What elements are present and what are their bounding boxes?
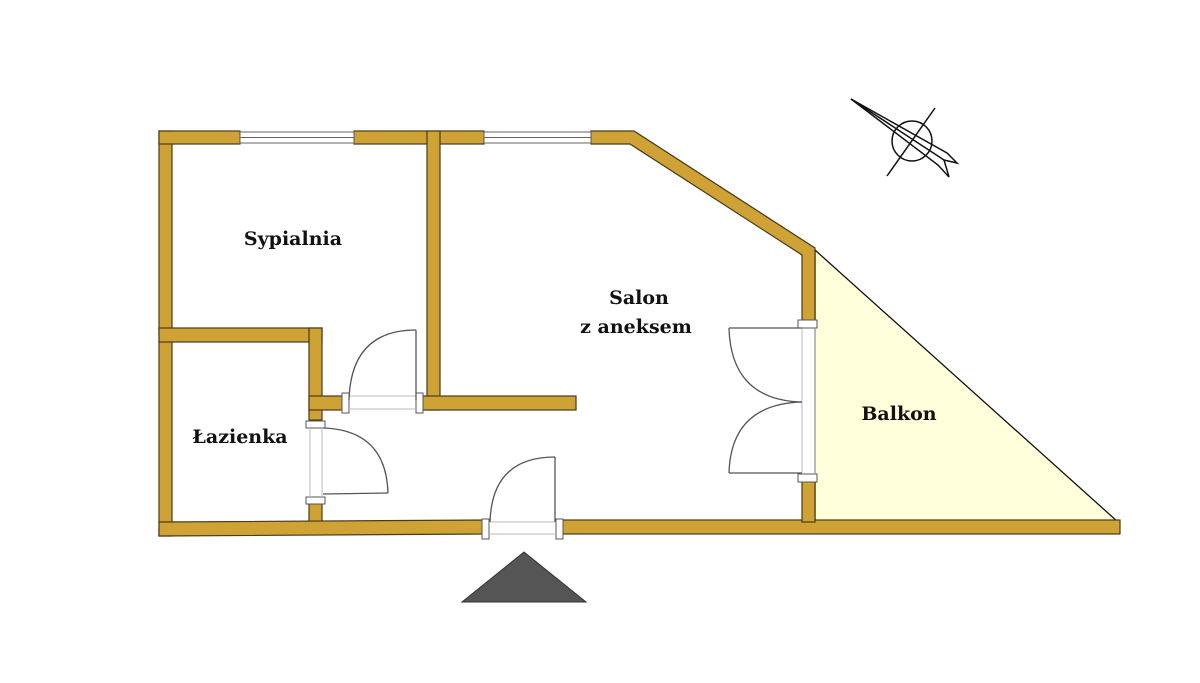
room-label-living-2: z aneksem	[580, 316, 692, 338]
door-bedroom[interactable]	[341, 329, 424, 414]
entrance-triangle-icon	[460, 551, 588, 603]
room-label-bathroom: Łazienka	[192, 426, 287, 448]
door-entrance[interactable]	[481, 456, 564, 540]
balcony-area	[814, 248, 1120, 523]
room-label-bedroom: Sypialnia	[244, 228, 342, 250]
walls	[158, 130, 1121, 537]
door-balcony[interactable]	[728, 319, 818, 483]
room-label-living-1: Salon	[609, 287, 669, 309]
door-bathroom[interactable]	[305, 420, 389, 505]
window-living	[483, 131, 592, 144]
room-label-balcony: Balkon	[861, 403, 936, 425]
compass-icon	[850, 98, 960, 178]
window-bedroom	[239, 131, 355, 144]
